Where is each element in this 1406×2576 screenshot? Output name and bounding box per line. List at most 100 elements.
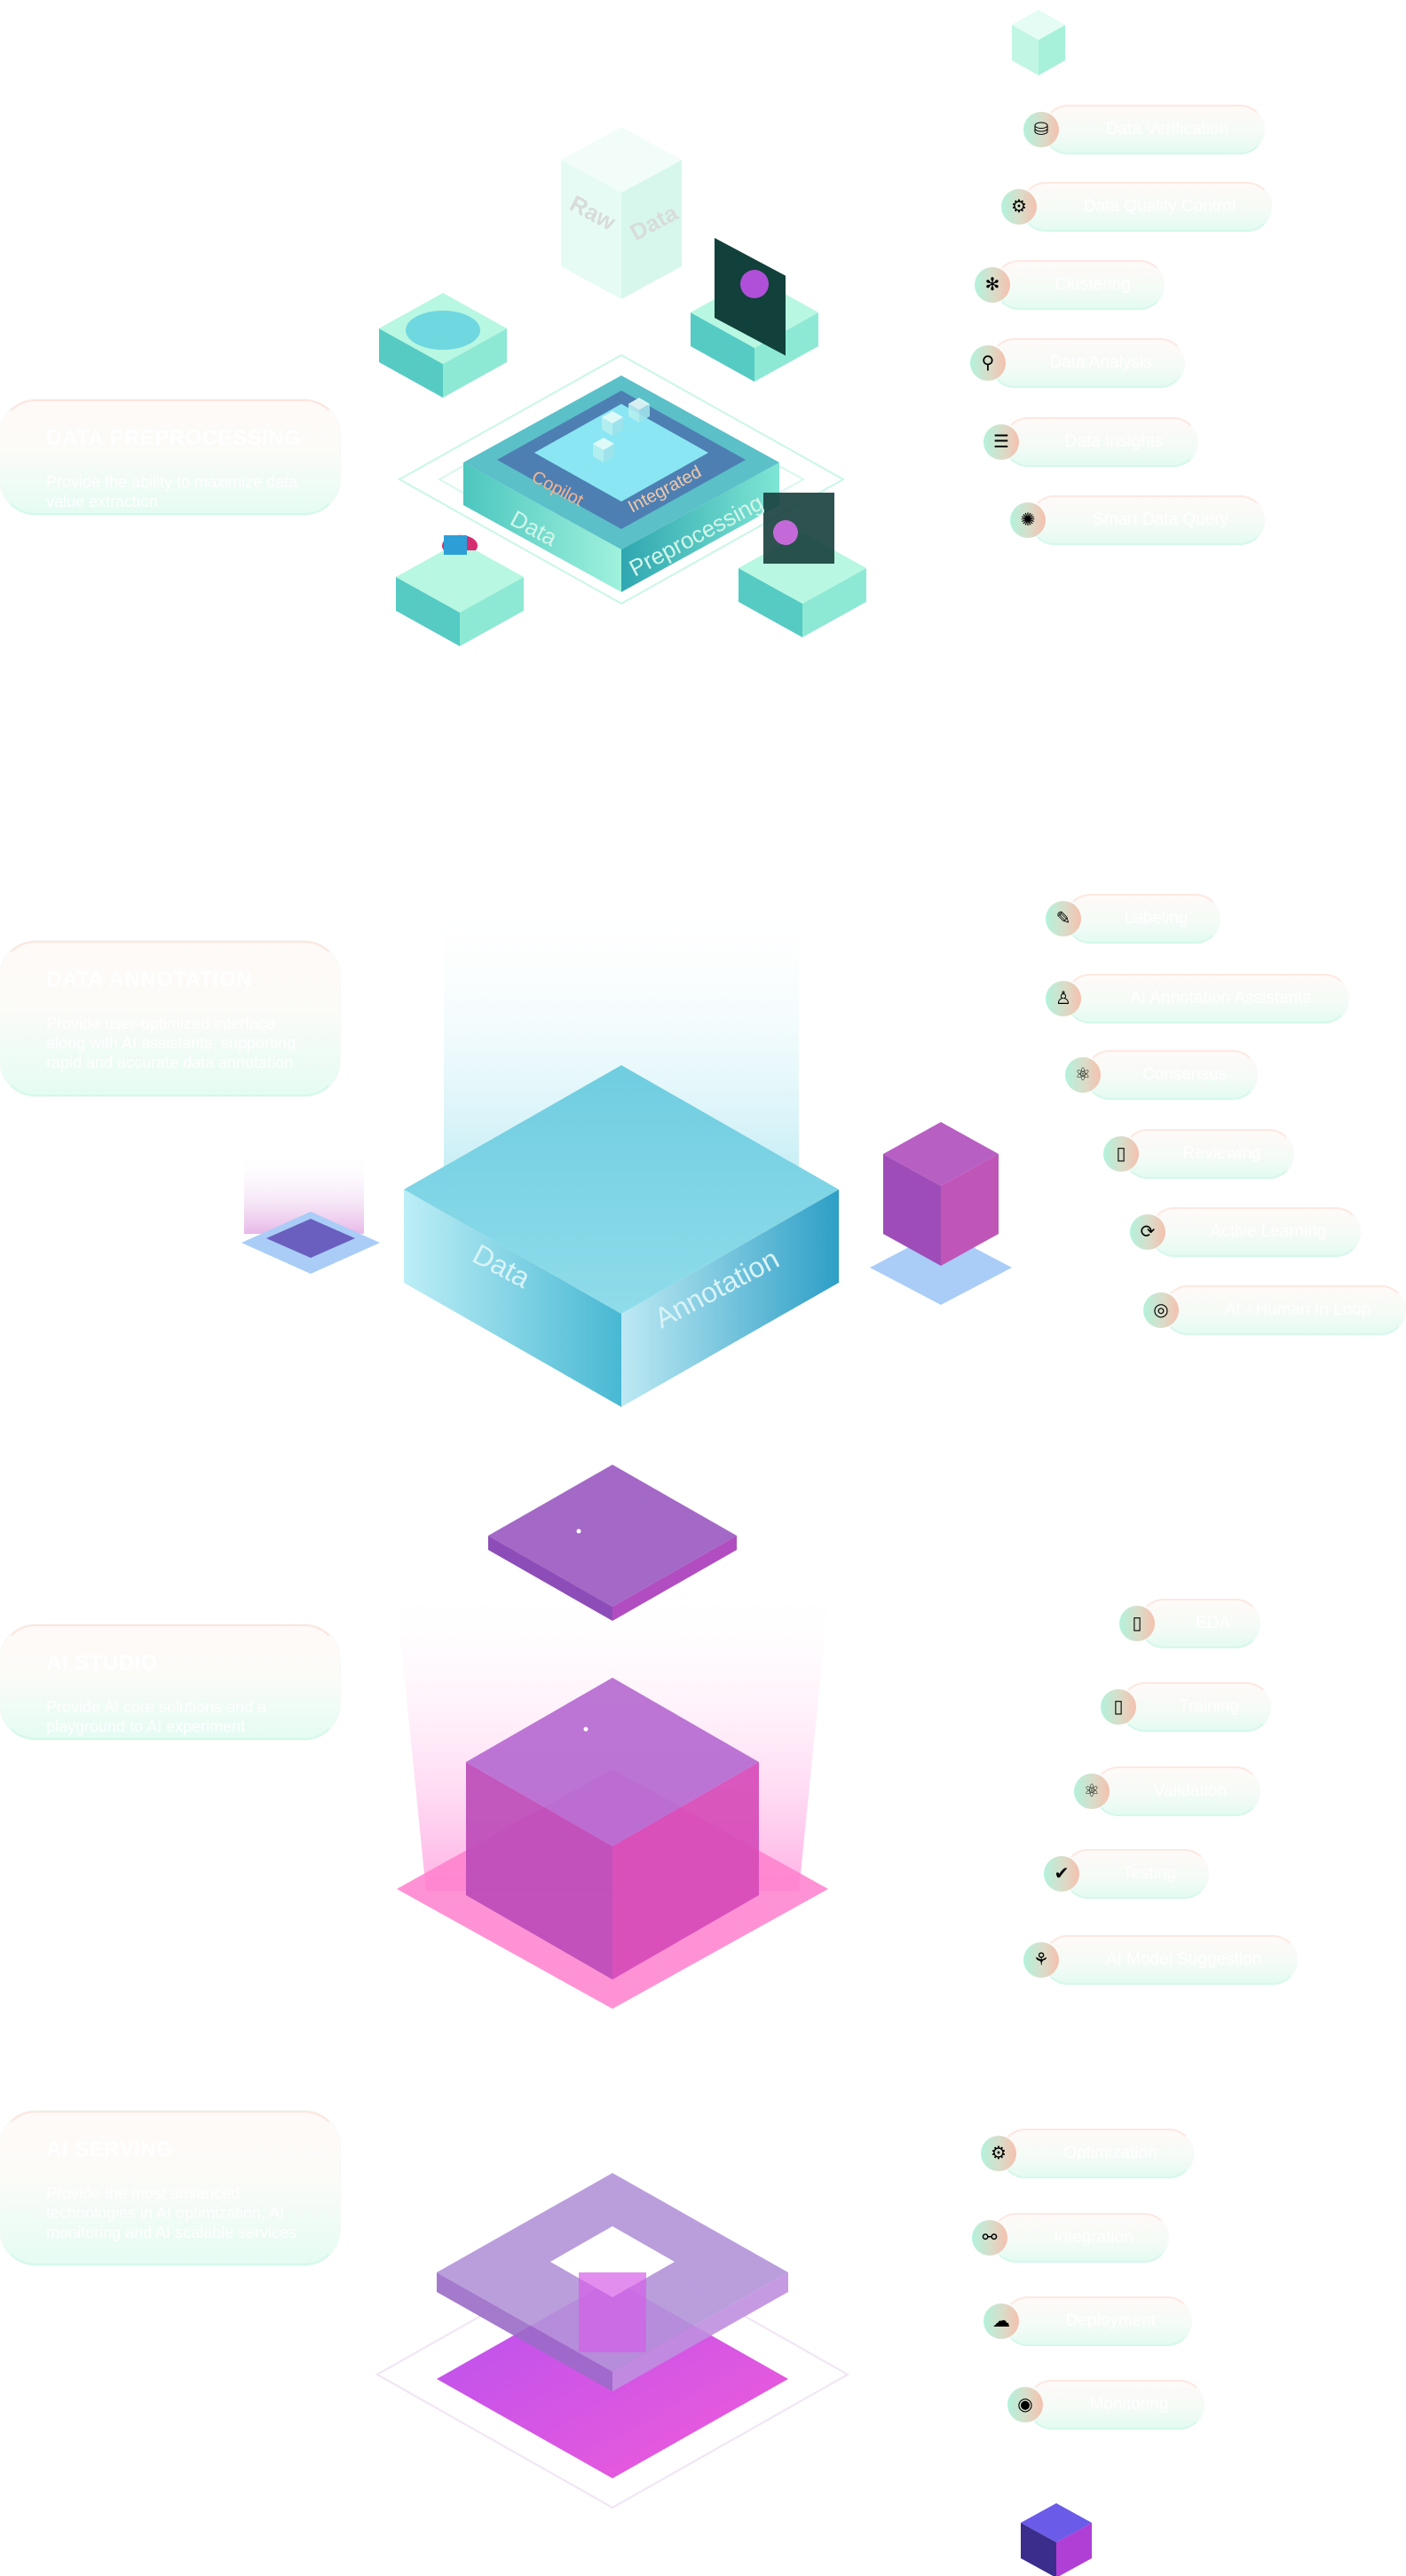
top-decor-cube-top-face — [1012, 10, 1065, 40]
code-cube-right-face — [941, 1154, 999, 1266]
clipboard-icon: ▯ — [1119, 1606, 1155, 1641]
feature-pill-data-analysis[interactable]: Data Analysis — [990, 338, 1185, 388]
section-ai-studio-card: AI STUDIO Provide AI core solutions and … — [0, 1624, 340, 1740]
feature-pill-data-verification[interactable]: Data Verification — [1043, 105, 1265, 154]
pedestal-bottom-left-top-face — [396, 541, 524, 612]
feature-pill-optimization[interactable]: Optimization — [1000, 2129, 1194, 2178]
serving-frame-plate-left-face — [437, 2272, 612, 2391]
feature-pill-training[interactable]: Training — [1120, 1682, 1271, 1732]
card-description: Provide the ability to maximize data val… — [46, 473, 298, 510]
raw-data-cube-top-face — [561, 127, 682, 193]
clipboard-icon: ▯ — [1101, 1689, 1136, 1725]
floating-top-plate-top-face — [488, 1465, 737, 1607]
analysis-magnifier-icon: ⚲ — [970, 345, 1006, 381]
check-circle-icon: ✔ — [1044, 1856, 1079, 1892]
section-ai-serving-card: AI SERVING Provide the most advanced tec… — [0, 2111, 340, 2265]
feature-label: AI Model Suggestion — [1105, 1950, 1262, 1969]
data-block-2-top-face — [628, 398, 650, 410]
feature-label: Deployment — [1065, 2311, 1157, 2330]
feature-pill-integration[interactable]: Integration — [991, 2213, 1169, 2263]
card-description: Provide the most advanced technologies i… — [46, 2185, 297, 2241]
clipboard-icon: ▯ — [1103, 1136, 1139, 1172]
floating-top-plate-left-face — [488, 1536, 612, 1621]
database-stack-icon: ☰ — [983, 424, 1019, 460]
feature-pill-eda[interactable]: EDA — [1139, 1599, 1260, 1648]
pedestal-top-left-right-face — [443, 328, 507, 398]
central-platform-screen — [534, 404, 708, 502]
feature-pill-validation[interactable]: Validation — [1094, 1766, 1260, 1816]
feature-pill-deployment[interactable]: Deployment — [1003, 2296, 1192, 2346]
code-cube-left-face — [883, 1154, 941, 1266]
top-decor-cube-left-face — [1012, 25, 1039, 75]
atom-icon: ⚛ — [1065, 1057, 1101, 1093]
feature-label: Validation — [1153, 1782, 1228, 1800]
feature-label: Consensus — [1141, 1065, 1228, 1084]
gears-sync-icon: ⚯ — [972, 2220, 1007, 2256]
feature-pill-ai-model-suggestion[interactable]: AI Model Suggestion — [1043, 1935, 1298, 1985]
feature-pill-testing[interactable]: Testing — [1063, 1849, 1209, 1899]
pedestal-bottom-right-right-face — [802, 568, 866, 637]
feature-label: Integration — [1054, 2228, 1133, 2247]
data-block-3-top-face — [593, 438, 614, 450]
atom-icon: ⚛ — [1074, 1774, 1110, 1809]
feature-pill-consensus[interactable]: Consensus — [1085, 1050, 1258, 1100]
card-title: AI STUDIO — [46, 1651, 158, 1675]
raw-data-cube-right-face — [621, 160, 682, 299]
cloud-network-icon: ☁ — [983, 2303, 1019, 2339]
bottom-decor-cube-right-face — [1056, 2523, 1092, 2576]
gear-target-icon: ⚙ — [981, 2136, 1016, 2171]
feature-pill-ai-human-in-loop[interactable]: AI - Human In Loop — [1163, 1285, 1406, 1335]
feature-pill-monitoring[interactable]: Monitoring — [1027, 2380, 1205, 2430]
feature-pill-data-quality-control[interactable]: Data Quality Control — [1021, 182, 1272, 232]
brain-network-icon: ✺ — [1010, 502, 1046, 538]
cluster-nodes-icon: ✻ — [975, 267, 1010, 303]
model-hierarchy-icon: ⚘ — [1023, 1942, 1059, 1978]
particle — [672, 1595, 677, 1600]
code-cube-top-face — [883, 1122, 999, 1186]
particle — [576, 1529, 581, 1534]
feature-pill-smart-data-query[interactable]: Smart Data Query — [1030, 495, 1265, 545]
gear-check-icon: ⚙ — [1001, 189, 1037, 225]
feature-label: Monitoring — [1089, 2395, 1169, 2414]
bottom-decor-cube-left-face — [1021, 2523, 1056, 2576]
circuit-outline — [397, 353, 846, 605]
feature-pill-labeling[interactable]: Labeling — [1065, 894, 1220, 944]
bar-block-icon — [444, 535, 467, 555]
pedestal-top-left-left-face — [379, 328, 443, 398]
floating-top-plate-right-face — [612, 1536, 737, 1621]
ai-studio-cube-right-face — [612, 1762, 759, 1979]
robot-icon: ♙ — [1046, 981, 1081, 1016]
bottom-decor-cube-top-face — [1021, 2503, 1092, 2542]
pie-chart-icon — [740, 270, 769, 298]
annotation-platform-top-face — [404, 1065, 839, 1314]
feature-label: Labeling — [1124, 909, 1189, 928]
pedestal-top-right-right-face — [754, 312, 818, 382]
card-title: AI SERVING — [46, 2137, 174, 2161]
feature-pill-ai-annotation-assistants[interactable]: AI Annotation Assistants — [1065, 974, 1349, 1023]
feature-label: Data Quality Control — [1083, 197, 1236, 216]
feature-label: Smart Data Query — [1092, 510, 1229, 529]
pedestal-bottom-left-left-face — [396, 577, 460, 646]
particle — [583, 1727, 588, 1732]
central-platform-left-face — [463, 462, 621, 592]
cube-base — [870, 1230, 1012, 1305]
feature-label: Reviewing — [1182, 1144, 1261, 1163]
feature-label: AI - Human In Loop — [1224, 1300, 1371, 1319]
feature-label: Clustering — [1054, 275, 1131, 294]
feature-label: EDA — [1195, 1614, 1231, 1632]
human-loop-icon: ◎ — [1143, 1292, 1179, 1328]
pie-chart-icon-2 — [773, 520, 798, 545]
database-search-icon: ⛁ — [1023, 112, 1059, 147]
card-title: DATA ANNOTATION — [46, 968, 252, 992]
pencil-icon: ✎ — [1046, 901, 1081, 936]
feature-label: AI Annotation Assistants — [1130, 989, 1311, 1007]
feature-label: Training — [1179, 1697, 1239, 1716]
feature-pill-data-insights[interactable]: Data Insights — [1003, 417, 1198, 467]
feature-label: Testing — [1122, 1864, 1177, 1883]
feature-pill-clustering[interactable]: Clustering — [994, 260, 1165, 310]
feature-pill-active-learning[interactable]: Active Learning — [1149, 1207, 1361, 1257]
feature-pill-reviewing[interactable]: Reviewing — [1123, 1129, 1294, 1179]
pedestal-bottom-right-left-face — [739, 568, 802, 637]
data-block-1-top-face — [602, 411, 623, 423]
